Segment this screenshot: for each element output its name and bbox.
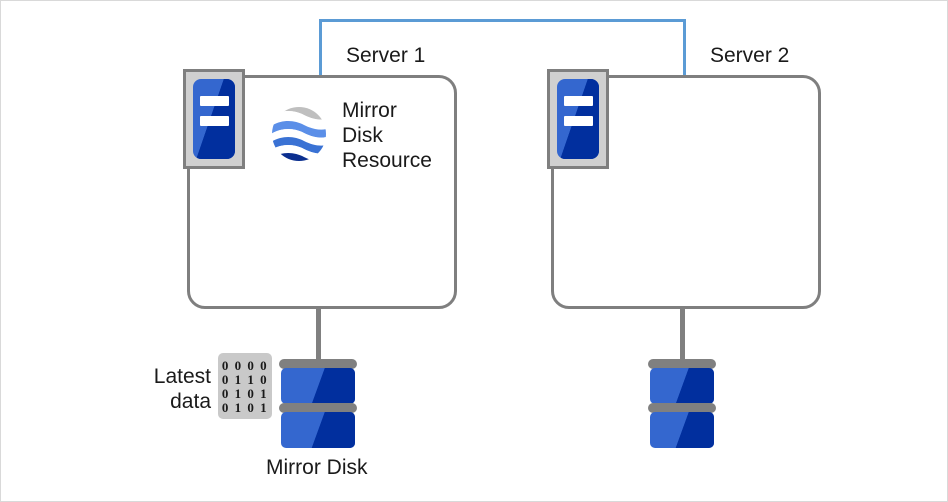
- server-icon: [183, 69, 245, 169]
- binary-row: 0 1 0 1: [221, 386, 269, 401]
- server-icon-body: [193, 79, 235, 159]
- disk-body-shading: [650, 368, 714, 404]
- server-icon-slot-lower: [200, 116, 229, 126]
- disk-plate-top: [279, 359, 357, 369]
- server-2-label: Server 2: [710, 44, 790, 67]
- server-icon-slot-upper: [200, 96, 229, 106]
- disk-body-upper: [650, 368, 714, 404]
- latest-data-line-1: Latest: [153, 365, 211, 388]
- server-icon-body: [557, 79, 599, 159]
- disk-body-shading: [281, 412, 355, 448]
- disk-body-upper: [281, 368, 355, 404]
- server-1-disk-stack: [279, 359, 357, 457]
- interconnect-line-left: [319, 19, 322, 77]
- server-icon-slot-upper: [564, 96, 593, 106]
- binary-row: 0 1 1 0: [221, 372, 269, 387]
- mirror-disk-resource-line-1: Mirror: [342, 99, 397, 122]
- mirror-disk-resource-label: Mirror Disk Resource: [342, 98, 432, 173]
- server-1-label: Server 1: [346, 44, 426, 67]
- mirror-globe-icon: [272, 107, 326, 161]
- server-icon-slot-lower: [564, 116, 593, 126]
- binary-data-card: 0 0 0 0 0 1 1 0 0 1 0 1 0 1 0 1: [218, 353, 272, 419]
- binary-row: 0 1 0 1: [221, 400, 269, 415]
- disk-body-lower: [650, 412, 714, 448]
- mirror-disk-resource-line-3: Resource: [342, 149, 432, 172]
- disk-body-shading: [281, 368, 355, 404]
- disk-plate-middle: [648, 403, 716, 413]
- disk-plate-top: [648, 359, 716, 369]
- latest-data-label: Latest data: [119, 364, 211, 414]
- server-2-disk-stack: [648, 359, 716, 457]
- server-2-disk-cable: [680, 308, 685, 363]
- server-icon: [547, 69, 609, 169]
- mirror-disk-resource-line-2: Disk: [342, 124, 383, 147]
- disk-body-lower: [281, 412, 355, 448]
- interconnect-line-top: [319, 19, 686, 22]
- interconnect-line-right: [683, 19, 686, 77]
- binary-data-rows: 0 0 0 0 0 1 1 0 0 1 0 1 0 1 0 1: [218, 359, 272, 415]
- disk-body-shading: [650, 412, 714, 448]
- server-1-disk-cable: [316, 308, 321, 363]
- mirror-disk-label: Mirror Disk: [266, 456, 368, 479]
- binary-row: 0 0 0 0: [221, 358, 269, 373]
- latest-data-line-2: data: [170, 390, 211, 413]
- disk-plate-middle: [279, 403, 357, 413]
